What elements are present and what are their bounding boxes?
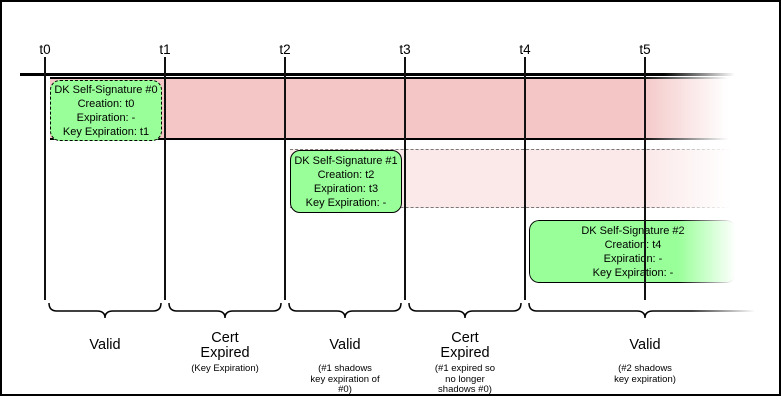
period-note: (#1 expired so no longer shadows #0) bbox=[434, 363, 496, 396]
signature-key-expiration: Key Expiration: t1 bbox=[62, 125, 150, 138]
tick-label-t0: t0 bbox=[39, 42, 51, 57]
period-note-line: (#2 shadows bbox=[618, 363, 672, 374]
period-label-cert-expired-1: Cert Expired (Key Expiration) bbox=[150, 330, 300, 375]
tick-label-t5: t5 bbox=[639, 42, 651, 57]
period-brace-3 bbox=[408, 302, 522, 319]
period-brace-1 bbox=[168, 302, 282, 319]
period-note-line: key expiration) bbox=[614, 373, 676, 385]
tick-line-t1 bbox=[164, 57, 166, 300]
period-note: (Key Expiration) bbox=[191, 363, 259, 375]
tick-label-t2: t2 bbox=[279, 42, 291, 57]
tick-line-t2 bbox=[284, 57, 286, 300]
timeline-axis bbox=[20, 73, 735, 76]
signature-box-0: DK Self-Signature #0 Creation: t0 Expira… bbox=[50, 80, 162, 141]
tick-label-t3: t3 bbox=[399, 42, 411, 57]
period-note-line: no longer bbox=[445, 373, 485, 385]
period-title: Cert Expired bbox=[440, 329, 490, 361]
signature-expiration: Expiration: - bbox=[603, 252, 663, 265]
period-title: Cert Expired bbox=[200, 329, 250, 361]
period-note: (#2 shadows key expiration) bbox=[614, 363, 676, 385]
signature-title: DK Self-Signature #2 bbox=[581, 224, 685, 237]
period-label-valid-3: Valid (#2 shadows key expiration) bbox=[570, 330, 720, 385]
signature-creation: Creation: t2 bbox=[317, 168, 375, 181]
period-brace-4 bbox=[528, 302, 762, 319]
tick-line-t0 bbox=[44, 57, 46, 300]
period-brace-2 bbox=[288, 302, 402, 319]
signature-expiration: Expiration: - bbox=[76, 111, 136, 124]
signature-box-1: DK Self-Signature #1 Creation: t2 Expira… bbox=[290, 150, 402, 213]
period-label-cert-expired-2: Cert Expired (#1 expired so no longer sh… bbox=[390, 330, 540, 396]
signature-key-expiration: Key Expiration: - bbox=[592, 266, 674, 279]
signature-title: DK Self-Signature #0 bbox=[54, 83, 158, 96]
tick-label-t4: t4 bbox=[519, 42, 531, 57]
period-note: (#1 shadows key expiration of #0) bbox=[310, 363, 380, 396]
period-title: Valid bbox=[629, 337, 661, 353]
period-note-line: (#1 shadows bbox=[318, 363, 372, 374]
signature-expiration: Expiration: t3 bbox=[313, 182, 379, 195]
period-note-line: shadows #0) bbox=[438, 384, 492, 395]
signature-box-2: DK Self-Signature #2 Creation: t4 Expira… bbox=[529, 220, 736, 283]
period-note-line: #0) bbox=[338, 384, 352, 395]
signature-key-expiration: Key Expiration: - bbox=[305, 196, 387, 209]
period-note-line: (Key Expiration) bbox=[191, 363, 259, 374]
period-title: Valid bbox=[89, 337, 121, 353]
tick-line-t4 bbox=[524, 57, 526, 300]
signature-title: DK Self-Signature #1 bbox=[294, 154, 398, 167]
period-label-valid-2: Valid (#1 shadows key expiration of #0) bbox=[270, 330, 420, 396]
period-note-line: key expiration of bbox=[310, 373, 380, 385]
tick-label-t1: t1 bbox=[159, 42, 171, 57]
period-label-valid-1: Valid bbox=[30, 330, 180, 361]
tick-line-t5 bbox=[644, 57, 646, 300]
period-brace-0 bbox=[48, 302, 162, 319]
period-note-line: (#1 expired so bbox=[434, 363, 496, 374]
tick-line-t3 bbox=[404, 57, 406, 300]
signature-creation: Creation: t0 bbox=[77, 97, 135, 110]
period-title: Valid bbox=[329, 337, 361, 353]
signature-creation: Creation: t4 bbox=[604, 238, 662, 251]
